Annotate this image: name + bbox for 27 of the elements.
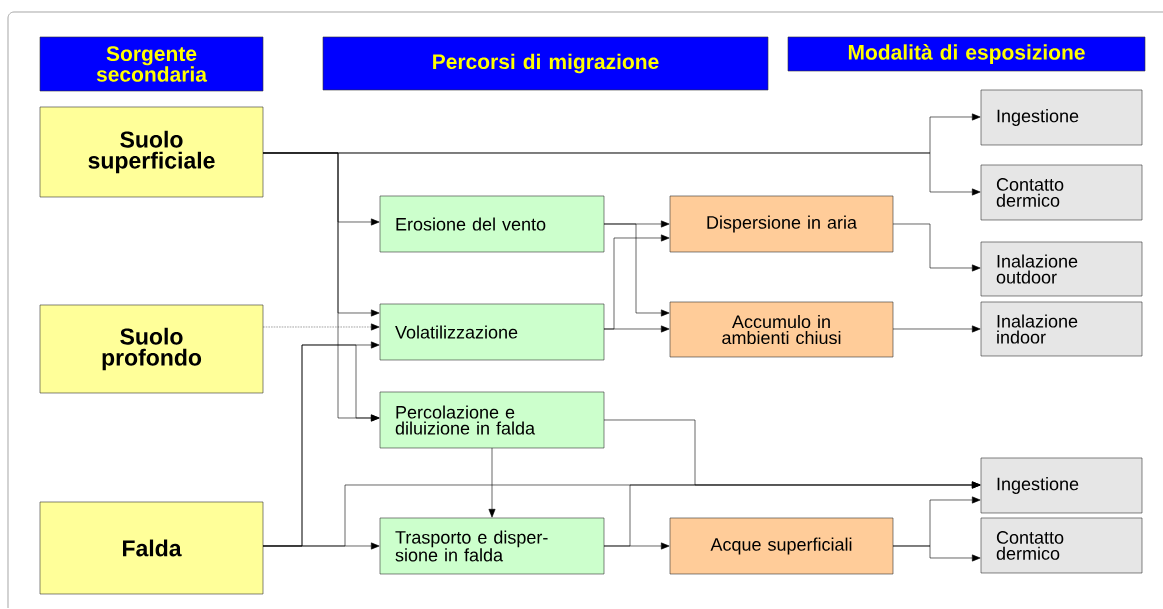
header-box: Modalità di esposizione [787,36,1146,72]
process-box: Erosione del vento [379,195,605,253]
header-box: Sorgente secondaria [39,36,264,92]
arrow [892,325,981,333]
arrow [892,223,981,272]
process-box: Volatilizzazione [379,303,605,361]
arrow [892,545,981,562]
exposure-box: Contatto dermico [980,164,1143,221]
arrow [603,234,670,330]
arrow [603,223,670,317]
process-box: Dispersione in aria [669,195,894,253]
exposure-box: Ingestione [980,457,1143,514]
arrow [262,323,380,331]
arrow [603,481,981,547]
source-box: Falda [39,501,264,595]
process-box: Acque superficiali [669,517,894,575]
exposure-box: Inalazione indoor [980,301,1143,357]
process-box: Trasporto e disper- sione in falda [379,517,605,575]
source-box: Suolo profondo [39,304,264,394]
process-box: Percolazione e diluizione in falda [379,391,605,449]
exposure-box: Ingestione [980,89,1143,146]
process-box: Accumulo in ambienti chiusi [669,301,894,358]
exposure-box: Contatto dermico [980,517,1143,574]
header-box: Percorsi di migrazione [322,36,769,91]
source-box: Suolo superficiale [39,106,264,198]
arrow [488,447,496,518]
exposure-box: Inalazione outdoor [980,241,1143,297]
